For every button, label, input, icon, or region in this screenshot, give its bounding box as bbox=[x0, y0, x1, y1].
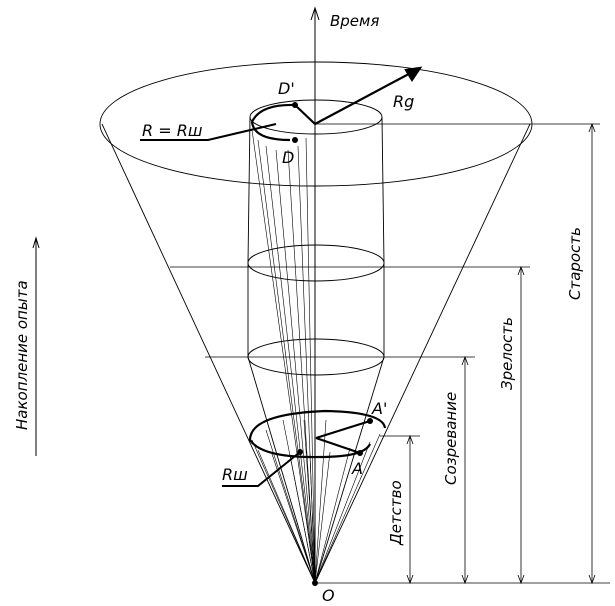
point-d-prime-label: D' bbox=[278, 79, 295, 98]
experience-arrow bbox=[32, 236, 40, 456]
origin-label: O bbox=[322, 586, 335, 605]
old-age-label: Старость bbox=[566, 227, 584, 300]
points bbox=[292, 102, 373, 586]
time-label: Время bbox=[330, 12, 379, 30]
r-pointer-upper bbox=[140, 123, 277, 141]
dimension-arrows bbox=[406, 122, 596, 585]
upper-spiral bbox=[250, 103, 316, 142]
inner-cone bbox=[247, 99, 385, 584]
point-d bbox=[292, 137, 298, 143]
r-sh-label: Rш bbox=[222, 465, 248, 484]
lower-spiral bbox=[248, 409, 387, 459]
point-d-label: D bbox=[282, 148, 294, 167]
time-axis bbox=[310, 6, 320, 583]
spiral-rays bbox=[251, 129, 381, 584]
experience-label: Накопление опыта bbox=[13, 280, 31, 430]
origin-point bbox=[312, 580, 318, 586]
maturity-label: Зрелость bbox=[498, 317, 516, 390]
childhood-label: Детство bbox=[387, 480, 405, 546]
r-g-label: Rg bbox=[393, 92, 414, 111]
r-pointer-lower bbox=[222, 451, 301, 487]
level-lines bbox=[170, 123, 610, 584]
point-a-prime-label: A' bbox=[371, 399, 387, 418]
ripening-label: Созревание bbox=[442, 392, 460, 485]
point-a-label: A bbox=[351, 459, 363, 478]
rg-vector bbox=[314, 66, 423, 125]
r-equals-label: R = Rш bbox=[142, 121, 203, 140]
point-a-prime bbox=[367, 418, 373, 424]
point-a bbox=[357, 450, 363, 456]
point-r-lower bbox=[297, 449, 303, 455]
point-d-prime bbox=[292, 102, 298, 108]
